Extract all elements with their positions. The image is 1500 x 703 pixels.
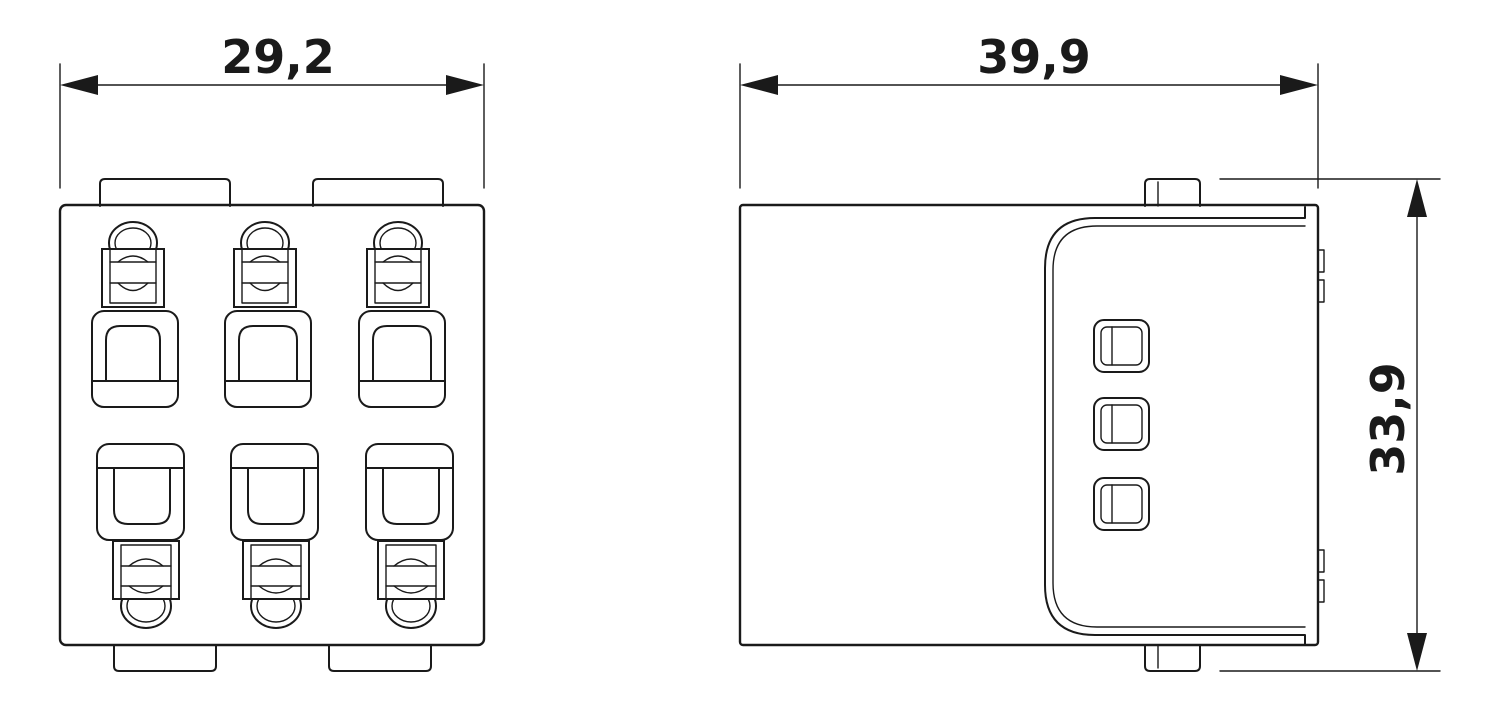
coding-window-2 <box>1093 397 1150 451</box>
contact-bottom-3 <box>365 443 454 629</box>
contact-row-top <box>91 221 446 408</box>
contact-bottom-2 <box>230 443 319 629</box>
bottom-latch-tab <box>1144 644 1201 672</box>
bottom-latch-tab-right <box>328 644 432 672</box>
coding-window-1 <box>1093 319 1150 373</box>
edge-notch <box>1317 579 1325 603</box>
edge-notch <box>1317 549 1325 573</box>
arrowhead-right <box>446 75 484 95</box>
width-dimension-label: 29,2 <box>221 30 335 84</box>
depth-dimension-label: 39,9 <box>977 30 1091 84</box>
arrowhead-left <box>60 75 98 95</box>
top-latch-tab-left <box>99 178 231 207</box>
arrowhead-top <box>1407 179 1427 217</box>
locking-frame-inner <box>1052 225 1306 628</box>
connector-housing-front <box>58 203 486 647</box>
edge-notch <box>1317 279 1325 303</box>
arrowhead-bottom <box>1407 633 1427 671</box>
coding-window-3 <box>1093 477 1150 531</box>
arrowhead-right <box>1280 75 1318 95</box>
connector-housing-side <box>738 203 1320 647</box>
edge-notch <box>1317 249 1325 273</box>
contact-top-2 <box>224 221 312 408</box>
contact-top-1 <box>91 221 179 408</box>
locking-frame-outer <box>1044 206 1306 645</box>
bottom-latch-tab-left <box>113 644 217 672</box>
contact-row-bottom <box>96 443 454 629</box>
height-dimension-label: 33,9 <box>1361 362 1415 476</box>
contact-top-3 <box>358 221 446 408</box>
contact-bottom-1 <box>96 443 185 629</box>
top-latch-tab <box>1144 178 1201 207</box>
front-view: 29,2 <box>58 30 486 672</box>
arrowhead-left <box>740 75 778 95</box>
top-latch-tab-right <box>312 178 444 207</box>
side-view: 39,9 33,9 <box>738 30 1441 672</box>
